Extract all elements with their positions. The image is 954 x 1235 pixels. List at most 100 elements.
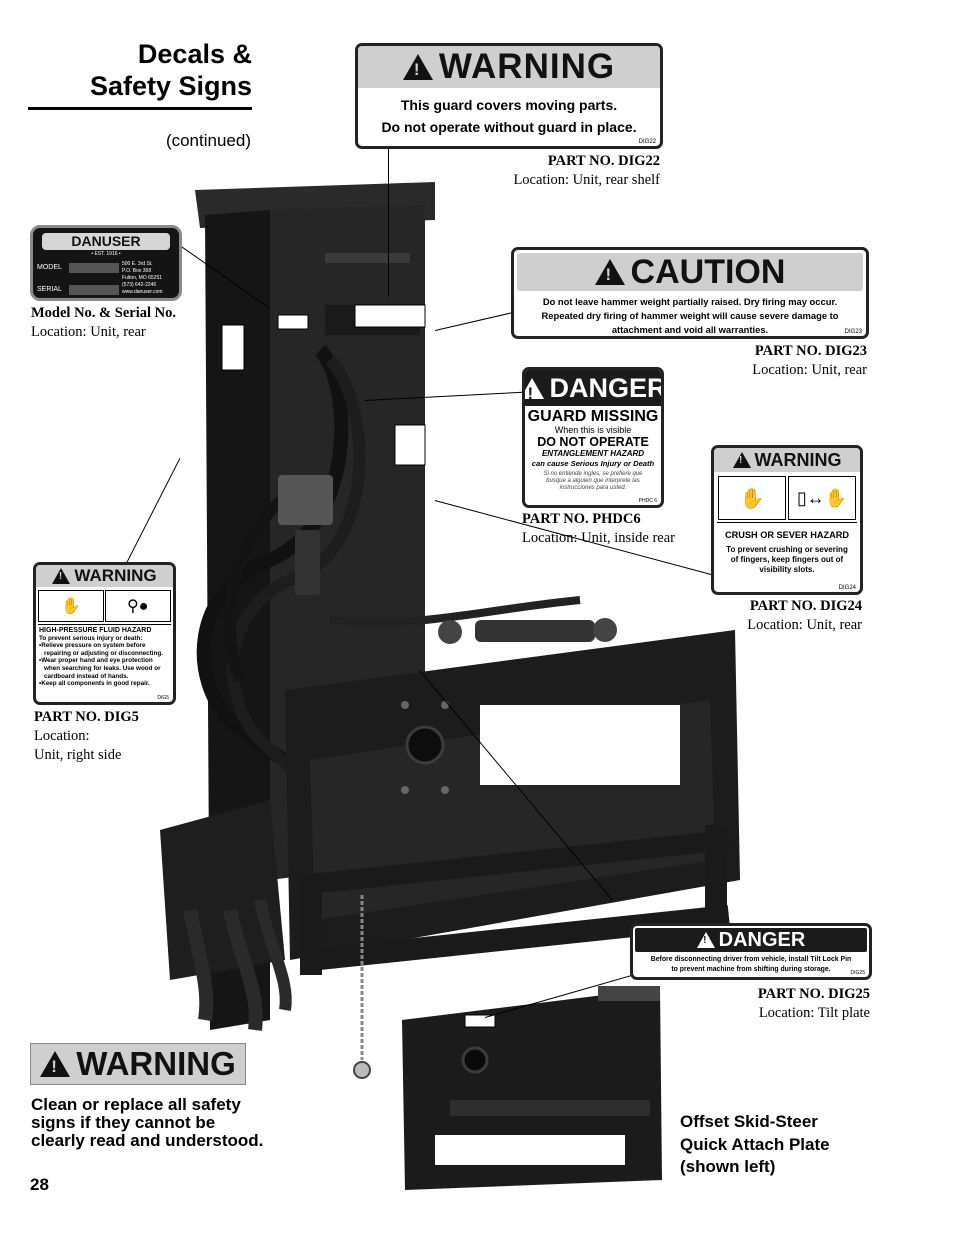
- dig5-location2: Unit, right side: [34, 747, 122, 763]
- plate-model-field: [69, 263, 119, 273]
- leader-dig22: [388, 147, 390, 297]
- dig25-location: Location: Tilt plate: [758, 1005, 870, 1021]
- dig23-line3: attachment and void all warranties.: [611, 324, 769, 335]
- crush-fingers-icon: ✋: [718, 476, 786, 520]
- plate-model-label: MODEL: [37, 264, 62, 271]
- dig5-b3: •Keep all components in good repair.: [39, 680, 150, 688]
- decal-dig24: WARNING ✋ ▯↔✋ CRUSH OR SEVER HAZARD To p…: [711, 445, 863, 595]
- plate-caption-line3: (shown left): [680, 1157, 776, 1176]
- dig23-code: DIG23: [844, 329, 862, 335]
- dig24-caption: PART NO. DIG24 Location: Unit, rear: [660, 597, 862, 635]
- continued-label: (continued): [165, 131, 251, 150]
- phdc6-code: PHDC 6: [638, 498, 657, 504]
- dig22-header: WARNING: [438, 47, 616, 86]
- plate-est: • EST. 1916 •: [91, 251, 121, 257]
- danger-triangle-icon: [696, 932, 715, 948]
- fluid-injection-icon: ✋: [38, 590, 105, 622]
- footer-warning-text: Clean or replace all safety signs if the…: [31, 1096, 311, 1150]
- phdc6-result: can cause Serious Injury or Death: [531, 459, 655, 468]
- plate-serial-field: [69, 285, 119, 295]
- plate-brand: DANUSER: [42, 233, 170, 250]
- dig25-line1: Before disconnecting driver from vehicle…: [650, 956, 852, 963]
- eye-protection-icon: ⚲●: [104, 590, 171, 622]
- phdc6-warn: DO NOT OPERATE: [537, 435, 649, 449]
- dig23-caption: PART NO. DIG23 Location: Unit, rear: [660, 342, 867, 380]
- plate-part: Model No. & Serial No.: [31, 305, 176, 321]
- dig5-b2c: cardboard instead of hands.: [44, 672, 129, 680]
- warning-triangle-icon: [40, 1051, 71, 1077]
- dig22-line2: Do not operate without guard in place.: [381, 119, 637, 135]
- plate-addr1: 500 E. 3rd St.: [122, 261, 153, 267]
- plate-addr2: P.O. Box 368: [122, 268, 152, 274]
- phdc6-header: DANGER: [549, 372, 664, 403]
- plate-caption-line1: Offset Skid-Steer: [680, 1112, 818, 1131]
- footer-warning-line3: clearly read and understood.: [31, 1131, 264, 1150]
- phdc6-location: Location: Unit, inside rear: [522, 530, 676, 546]
- dig23-header: CAUTION: [630, 252, 786, 291]
- title-rule: [28, 107, 252, 110]
- plate-web: www.danuser.com: [122, 289, 163, 295]
- plate-serial-label: SERIAL: [37, 286, 62, 293]
- dig25-part: PART NO. DIG25: [757, 986, 870, 1002]
- dig24-line2: of fingers, keep fingers out of: [730, 555, 844, 564]
- dig5-b1b: repairing or adjusting or disconnecting.: [44, 649, 163, 657]
- plate-caption: Model No. & Serial No. Location: Unit, r…: [31, 304, 231, 342]
- dig5-caption: PART NO. DIG5 Location: Unit, right side: [34, 708, 174, 765]
- dig24-line1: To prevent crushing or severing: [726, 545, 848, 554]
- dig24-hazard: CRUSH OR SEVER HAZARD: [724, 530, 850, 540]
- page-number: 28: [30, 1175, 49, 1194]
- dig22-part: PART NO. DIG22: [547, 153, 660, 169]
- title-line-1: Decals &: [137, 39, 252, 69]
- dig24-line3: visibility slots.: [759, 565, 815, 574]
- decal-dig22: WARNING This guard covers moving parts. …: [355, 43, 663, 149]
- dig25-header: DANGER: [718, 928, 806, 951]
- plate-shown-caption: Offset Skid-Steer Quick Attach Plate (sh…: [680, 1111, 910, 1179]
- phdc6-sub: When this is visible: [554, 425, 632, 435]
- warning-triangle-icon: [732, 452, 751, 468]
- phdc6-hazard: ENTANGLEMENT HAZARD: [541, 449, 645, 458]
- phdc6-part: PART NO. PHDC6: [522, 511, 641, 527]
- caution-triangle-icon: [594, 259, 625, 285]
- keep-away-icon: ▯↔✋: [788, 476, 856, 520]
- dig25-code: DIG25: [850, 970, 865, 976]
- dig5-hazard: HIGH-PRESSURE FLUID HAZARD: [39, 627, 152, 634]
- warning-triangle-icon: [52, 568, 71, 584]
- dig5-b2b: when searching for leaks. Use wood or: [44, 664, 161, 672]
- dig5-b2: •Wear proper hand and eye protection: [39, 657, 153, 665]
- phdc6-title: GUARD MISSING: [527, 408, 659, 425]
- footer-warning-box: WARNING: [30, 1043, 246, 1085]
- decal-phdc6: DANGER GUARD MISSING When this is visibl…: [522, 367, 664, 508]
- dig24-code: DIG24: [838, 585, 856, 591]
- dig22-line1: This guard covers moving parts.: [400, 97, 618, 113]
- plate-addr3: Fulton, MO 65251: [122, 275, 163, 281]
- footer-warning-line1: Clean or replace all safety: [31, 1095, 241, 1114]
- phdc6-caption: PART NO. PHDC6 Location: Unit, inside re…: [522, 510, 722, 548]
- footer-warning-header: WARNING: [76, 1045, 236, 1082]
- dig22-code: DIG22: [638, 139, 656, 145]
- dig23-line1: Do not leave hammer weight partially rai…: [542, 296, 838, 307]
- footer-warning-line2: signs if they cannot be: [31, 1113, 216, 1132]
- plate-caption-line2: Quick Attach Plate: [680, 1134, 830, 1154]
- decal-dig5: WARNING ✋ ⚲● HIGH-PRESSURE FLUID HAZARD …: [33, 562, 176, 705]
- phdc6-spanish3: instrucciones para usted.: [559, 485, 627, 491]
- danger-triangle-icon: [525, 377, 544, 404]
- plate-phone: (573) 642-2246: [122, 282, 157, 288]
- dig5-intro: To prevent serious injury or death:: [39, 634, 143, 642]
- title-line-2: Safety Signs: [89, 71, 252, 101]
- dig24-part: PART NO. DIG24: [749, 598, 862, 614]
- dig23-part: PART NO. DIG23: [754, 343, 867, 359]
- dig23-location: Location: Unit, rear: [752, 362, 867, 378]
- dig5-code: DIG5: [157, 695, 169, 701]
- dig5-b1: •Relieve pressure on system before: [39, 642, 146, 650]
- dig22-caption: PART NO. DIG22 Location: Unit, rear shel…: [460, 152, 660, 190]
- decal-dig25: DANGER Before disconnecting driver from …: [630, 923, 872, 980]
- page-title: Decals & Safety Signs: [60, 38, 252, 102]
- dig22-location: Location: Unit, rear shelf: [513, 172, 660, 188]
- dig23-line2: Repeated dry firing of hammer weight wil…: [541, 310, 839, 321]
- phdc6-spanish2: busque a alguien que interprete las: [546, 478, 640, 484]
- dig25-caption: PART NO. DIG25 Location: Tilt plate: [670, 985, 870, 1023]
- dig25-line2: to prevent machine from shifting during …: [671, 966, 831, 973]
- decal-dig23: CAUTION Do not leave hammer weight parti…: [511, 247, 869, 339]
- plate-location: Location: Unit, rear: [31, 324, 146, 340]
- dig5-part: PART NO. DIG5: [34, 709, 139, 725]
